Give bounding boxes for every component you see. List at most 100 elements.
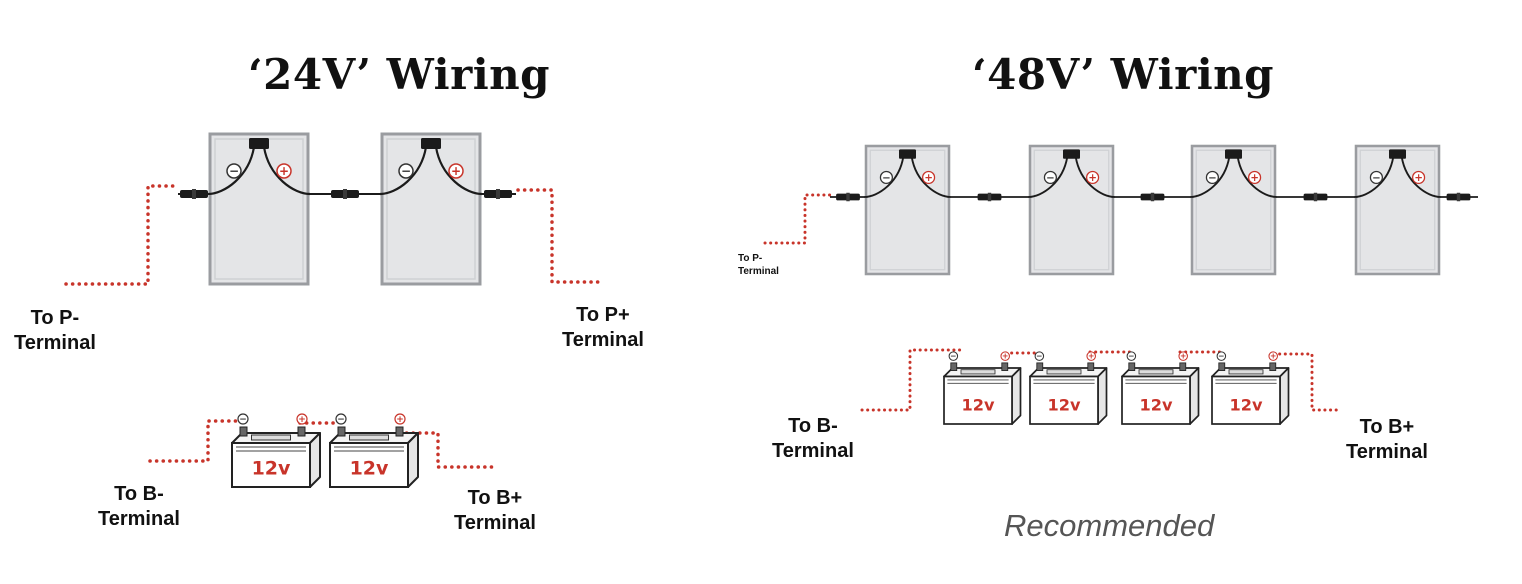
minus-icon-glyph: −: [1218, 352, 1224, 361]
battery-caps: [1138, 369, 1174, 375]
label-24v-to-p-positive: To P+ Terminal: [562, 303, 644, 353]
plus-icon: [448, 163, 464, 179]
recommended-note: Recommended: [1004, 508, 1215, 543]
battery-front: [231, 442, 311, 488]
junction-box: [899, 149, 916, 159]
plus-icon: [922, 170, 936, 185]
battery-label: 12v: [252, 458, 291, 480]
minus-icon-glyph: −: [239, 415, 247, 425]
negative-post: [1218, 362, 1226, 371]
battery-caps: [1228, 369, 1264, 375]
label-line: To P-: [738, 253, 763, 264]
label-line: Terminal: [98, 508, 180, 530]
positive-post: [1087, 362, 1095, 371]
plus-icon: [1178, 351, 1188, 361]
label-line: To B-: [788, 415, 838, 437]
minus-icon: [948, 351, 959, 361]
solar-panel: −+: [1190, 144, 1277, 276]
dotted-wire: [64, 184, 178, 286]
title-48v-wiring: ‘48V’ Wiring: [972, 50, 1275, 99]
panel-layer: −+−+−+−+−+−+: [178, 132, 1478, 286]
battery: −+12v: [1029, 351, 1108, 425]
panel-frame: [208, 132, 310, 286]
plus-icon: [1248, 170, 1262, 185]
lead-positive: [910, 156, 951, 198]
battery-caps: [1046, 369, 1082, 375]
minus-icon: [1126, 351, 1137, 361]
battery-layer: −+12v−+12v−+12v−+12v−+12v−+12v: [231, 351, 1290, 488]
lead-negative: [1354, 156, 1395, 198]
battery-label: 12v: [1230, 396, 1263, 415]
battery-label: 12v: [350, 458, 389, 480]
plus-icon-glyph: +: [1180, 352, 1186, 361]
negative-post: [239, 426, 248, 437]
solar-panel: −+: [1354, 144, 1441, 276]
battery-side: [1097, 367, 1108, 425]
label-24v-to-p-negative: To P- Terminal: [14, 306, 96, 356]
minus-icon: [1205, 170, 1219, 185]
plus-icon: [276, 163, 292, 179]
plus-icon-glyph: +: [1250, 173, 1259, 184]
minus-icon: [398, 163, 414, 179]
battery-side: [1279, 367, 1290, 425]
plus-icon-glyph: +: [298, 415, 306, 425]
battery-caps: [349, 434, 389, 441]
junction-box: [249, 138, 269, 149]
mc4-connector: [1456, 192, 1461, 202]
label-line: To P-: [30, 307, 80, 329]
panel-frame: [864, 144, 951, 276]
negative-post: [337, 426, 346, 437]
connectors-24v: [178, 189, 516, 199]
panel-frame: [1354, 144, 1441, 276]
minus-icon-glyph: −: [1372, 173, 1381, 184]
dotted-wire: [860, 348, 962, 412]
battery: −+12v: [1121, 351, 1200, 425]
positive-post: [395, 426, 404, 437]
lead-negative: [1190, 156, 1231, 198]
mc4-connector: [987, 192, 992, 202]
label-24v-to-b-negative: To B- Terminal: [98, 482, 180, 532]
junction-box: [1063, 149, 1080, 159]
mc4-connector: [192, 189, 196, 199]
positive-post: [1179, 362, 1187, 371]
panel-frame: [380, 132, 482, 286]
minus-icon: [1216, 351, 1227, 361]
lead-negative: [207, 146, 256, 196]
label-line: Terminal: [454, 512, 536, 534]
label-48v-to-b-negative: To B- Terminal: [772, 414, 854, 464]
battery-caps: [251, 434, 291, 441]
battery: − +12v: [329, 413, 419, 488]
label-line: Terminal: [738, 265, 779, 277]
lead-positive: [434, 146, 483, 196]
battery-caps: [960, 369, 996, 375]
battery-front: [1211, 375, 1281, 425]
minus-icon: [237, 413, 249, 425]
minus-icon-glyph: −: [1208, 173, 1217, 184]
label-line: Terminal: [562, 329, 644, 351]
mc4-connector: [846, 192, 850, 202]
mc4-connector: [1313, 192, 1318, 202]
plus-icon: [1086, 170, 1100, 185]
lead-positive: [262, 146, 311, 196]
battery-front: [329, 442, 409, 488]
plus-icon-glyph: +: [279, 164, 289, 178]
battery-side: [1011, 367, 1022, 425]
minus-icon-glyph: −: [337, 415, 345, 425]
lead-negative: [864, 156, 905, 198]
battery-side: [407, 432, 419, 488]
lead-negative: [379, 146, 428, 196]
positive-post: [1001, 362, 1009, 371]
label-48v-to-b-positive: To B+ Terminal: [1346, 415, 1428, 465]
title-24v-wiring: ‘24V’ Wiring: [248, 50, 551, 99]
label-line: To B+: [467, 487, 523, 509]
battery-side: [1189, 367, 1200, 425]
positive-post: [297, 426, 306, 437]
plus-icon-glyph: +: [396, 415, 404, 425]
minus-icon: [879, 170, 893, 185]
battery-front: [1121, 375, 1191, 425]
minus-icon-glyph: −: [950, 352, 956, 361]
label-line: Terminal: [1346, 441, 1428, 463]
plus-icon-glyph: +: [451, 164, 461, 178]
mc4-connector: [1150, 192, 1155, 202]
